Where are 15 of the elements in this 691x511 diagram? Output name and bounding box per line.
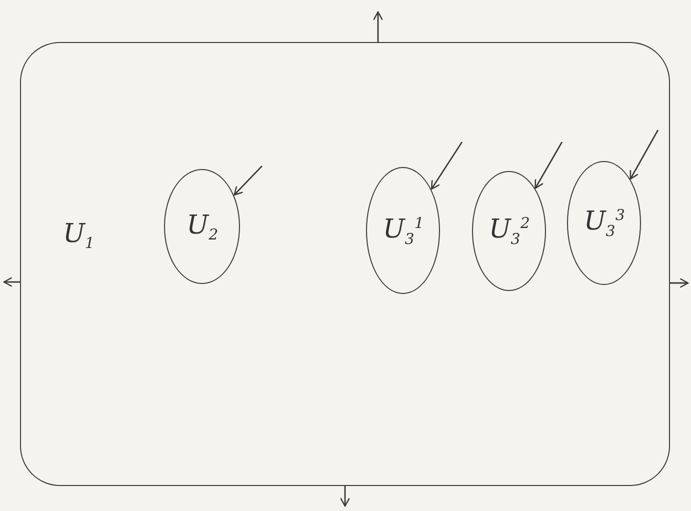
arrow xyxy=(534,142,563,189)
arrow xyxy=(670,278,689,288)
arrow xyxy=(234,166,262,196)
set-label: U$_{1}$ xyxy=(63,219,94,252)
ellipse-region xyxy=(366,167,440,294)
arrow xyxy=(340,486,350,507)
arrow xyxy=(630,130,659,180)
ellipse-region xyxy=(472,171,546,292)
arrow xyxy=(372,11,384,42)
rounded-region xyxy=(20,42,670,486)
ellipse-region xyxy=(164,169,240,284)
arrow xyxy=(430,142,463,190)
set-label: U$_{2}$ xyxy=(186,210,218,244)
ellipse-region xyxy=(567,161,642,286)
arrow xyxy=(3,276,20,288)
